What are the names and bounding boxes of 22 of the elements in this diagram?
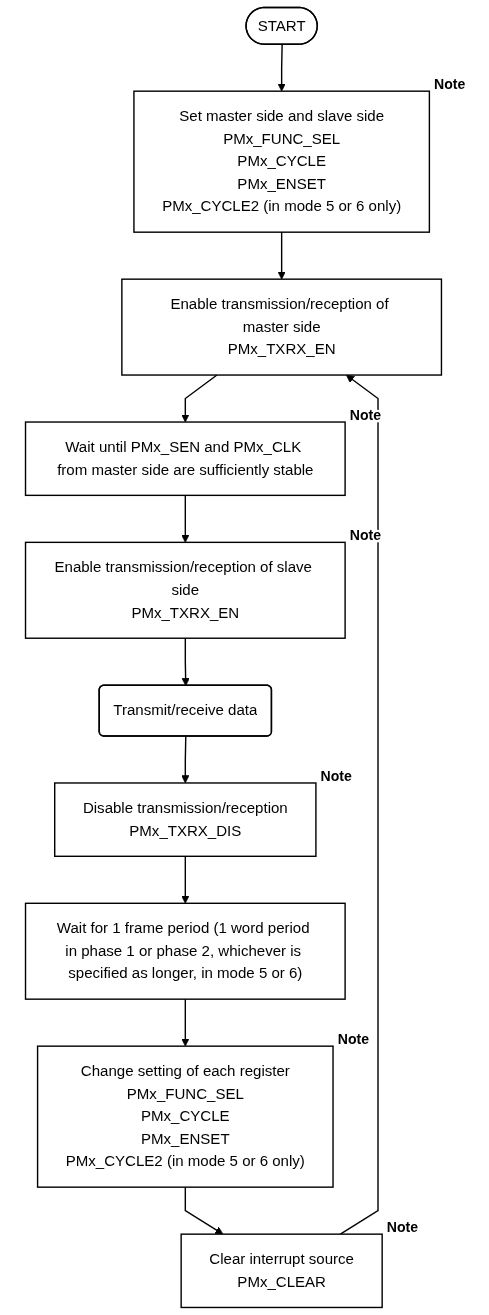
node-box: Set master side and slave side PMx_FUNC_SEL PMx_CYCLE PMx_ENSET PMx_CYCLE2 (in mode 5 or 6 only) bbox=[133, 90, 431, 233]
arrow bbox=[181, 637, 191, 687]
arrow bbox=[181, 494, 190, 543]
note-label: Note bbox=[338, 1031, 370, 1048]
arrow bbox=[181, 998, 190, 1047]
note-label: Note bbox=[321, 768, 353, 785]
arrow bbox=[340, 374, 380, 1235]
node-box: Disable transmission/reception PMx_TXRX_DIS bbox=[54, 782, 318, 857]
node-box: Enable transmission/reception of slave side PMx_TXRX_EN bbox=[25, 541, 347, 639]
arrow bbox=[181, 735, 190, 784]
arrow bbox=[185, 1186, 224, 1235]
node-box: Wait for 1 frame period (1 word period in phase 1 or phase 2, whichever is specified as longer, in mode 5 or 6) bbox=[25, 902, 347, 1000]
node-box: Enable transmission/reception of master side PMx_TXRX_EN bbox=[121, 278, 443, 376]
arrow bbox=[277, 43, 287, 92]
note-label: Note bbox=[387, 1219, 419, 1236]
node-box: Change setting of each register PMx_FUNC_SEL PMx_CYCLE PMx_ENSET PMx_CYCLE2 (in mode 5 or 6 only) bbox=[37, 1045, 335, 1188]
node-box: Clear interrupt source PMx_CLEAR bbox=[180, 1233, 384, 1309]
note-label: Note bbox=[434, 76, 466, 93]
arrow bbox=[181, 855, 190, 904]
node-box: Wait until PMx_SEN and PMx_CLK from master side are sufficiently stable bbox=[25, 421, 347, 497]
arrow bbox=[277, 231, 287, 280]
arrow bbox=[181, 374, 219, 423]
